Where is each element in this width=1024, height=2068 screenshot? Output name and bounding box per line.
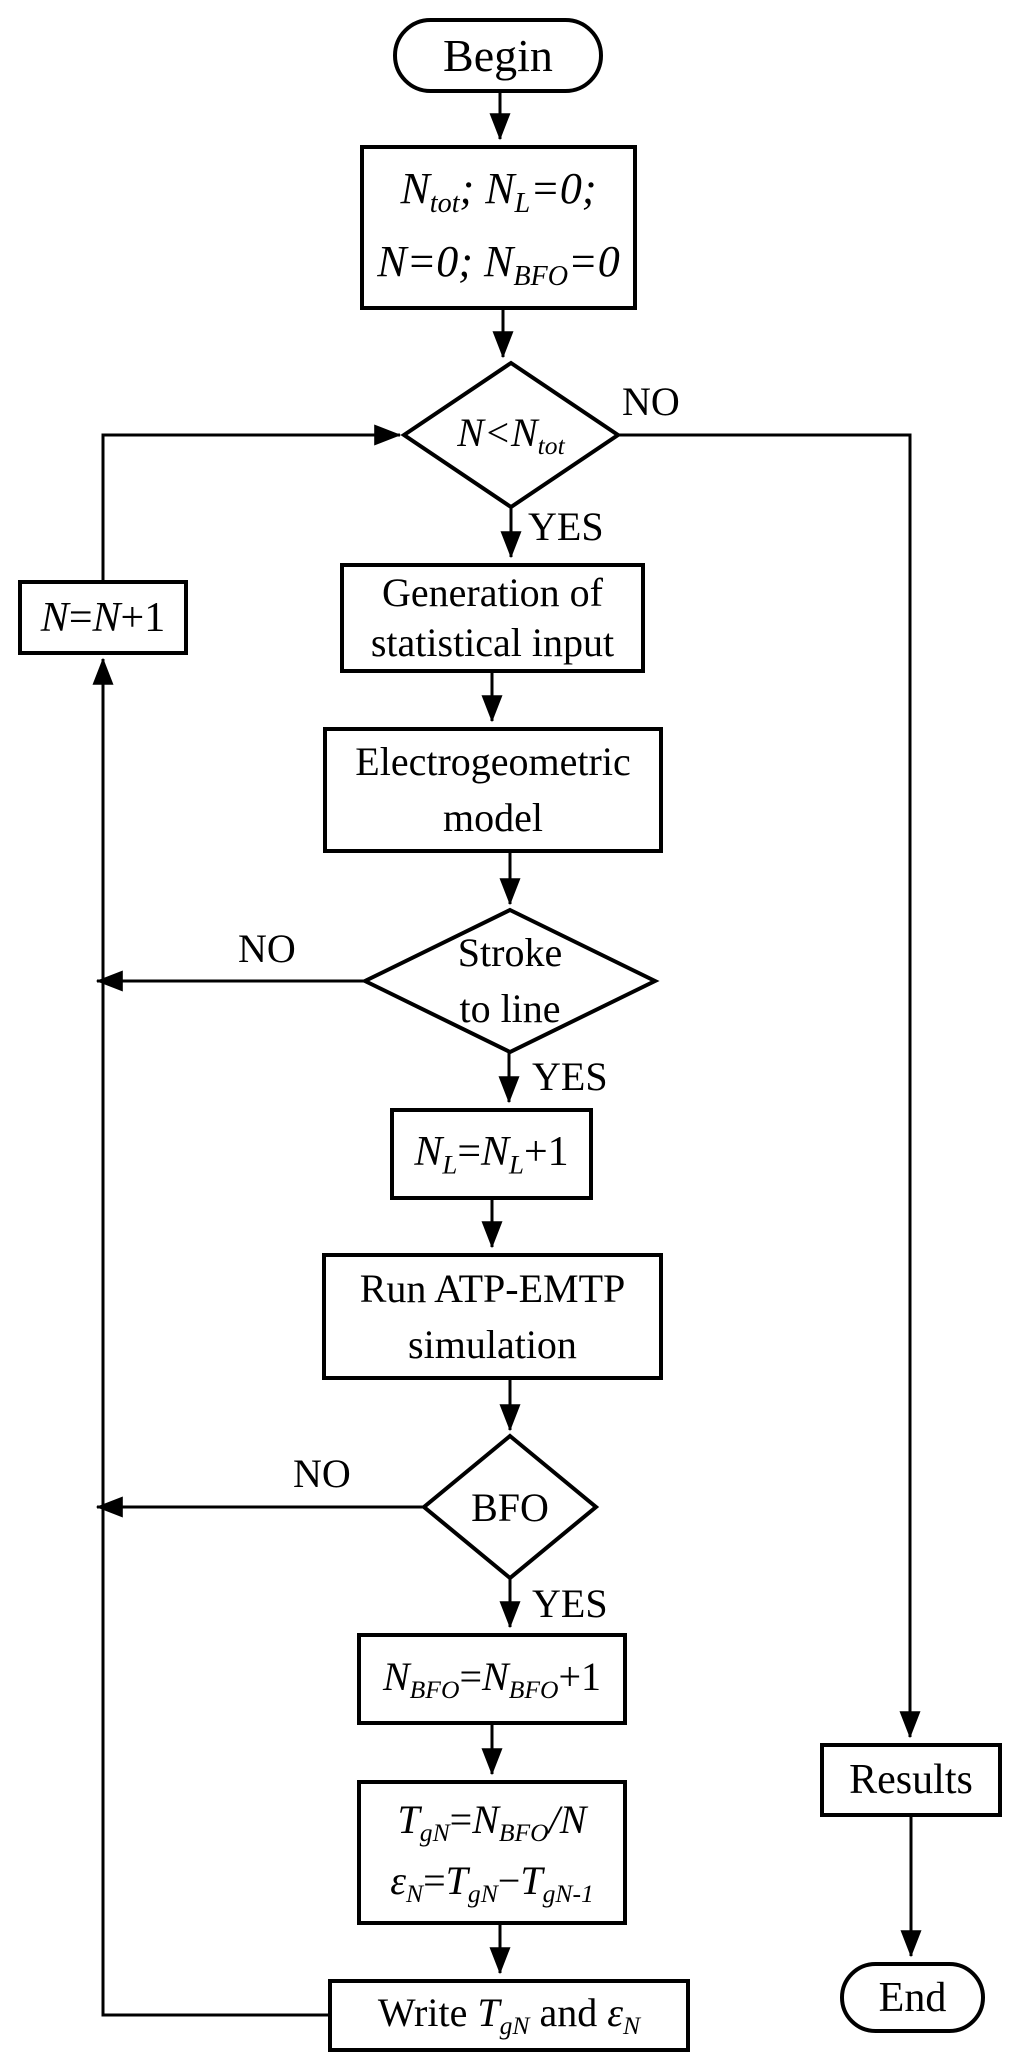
edge-label-checkn-no: NO [622, 379, 680, 424]
edge-label-stroke-yes: YES [532, 1054, 608, 1099]
process-write-output: Write TgN and εN [328, 1979, 690, 2052]
process-results: Results [820, 1743, 1002, 1817]
edge-nplus-checkn [101, 424, 402, 580]
terminator-end: End [840, 1962, 985, 2033]
process-tgn-calculation: TgN=NBFO/N εN=TgN−TgN-1 [357, 1780, 627, 1925]
generation-line1: Generation of [381, 570, 603, 615]
run-line2: simulation [408, 1321, 577, 1367]
edge-label-bfo-yes: YES [532, 1581, 608, 1626]
tgn-line2: εN=TgN−TgN-1 [390, 1857, 594, 1908]
edge-write-loop-nplus [92, 657, 328, 2017]
process-increment-nl: NL=NL+1 [390, 1108, 593, 1200]
edge-label-checkn-yes: YES [528, 504, 604, 549]
process-run-atp-emtp: Run ATP-EMTP simulation [322, 1253, 663, 1380]
process-generation-statistical-input: Generation of statistical input [340, 563, 645, 673]
begin-label: Begin [443, 30, 553, 81]
process-electrogeometric-model: Electrogeometric model [323, 727, 663, 853]
decision-stroke-shape [360, 907, 660, 1055]
edge-checkn-no-results [618, 433, 921, 1739]
decision-stroke-label: Stroke to line [365, 918, 655, 1044]
run-line1: Run ATP-EMTP [359, 1265, 626, 1311]
process-initialization: Ntot; NL=0; N=0; NBFO=0 [360, 145, 637, 310]
tgn-line1: TgN=NBFO/N [397, 1797, 587, 1848]
generation-line2: statistical input [370, 620, 615, 665]
end-label: End [878, 1974, 947, 2021]
results-label: Results [849, 1757, 973, 1803]
stroke-line1: Stroke [457, 930, 563, 975]
edge-label-bfo-no: NO [293, 1451, 351, 1496]
decision-checkn-label: N<Ntot [457, 409, 565, 461]
edge-label-stroke-no: NO [238, 926, 296, 971]
process-increment-n: N=N+1 [18, 580, 188, 655]
init-line2: N=0; NBFO=0 [377, 236, 620, 292]
decision-checkn-shape [400, 360, 622, 510]
stroke-line2: to line [459, 986, 561, 1031]
terminator-begin: Begin [393, 18, 603, 93]
bfo-label: BFO [471, 1484, 549, 1530]
decision-bfo-label: BFO [424, 1472, 596, 1542]
init-line1: Ntot; NL=0; [400, 163, 597, 219]
egm-line1: Electrogeometric [355, 739, 631, 784]
egm-line2: model [443, 795, 543, 840]
decision-bfo-shape [420, 1433, 600, 1581]
process-increment-nbfo: NBFO=NBFO+1 [357, 1633, 627, 1725]
